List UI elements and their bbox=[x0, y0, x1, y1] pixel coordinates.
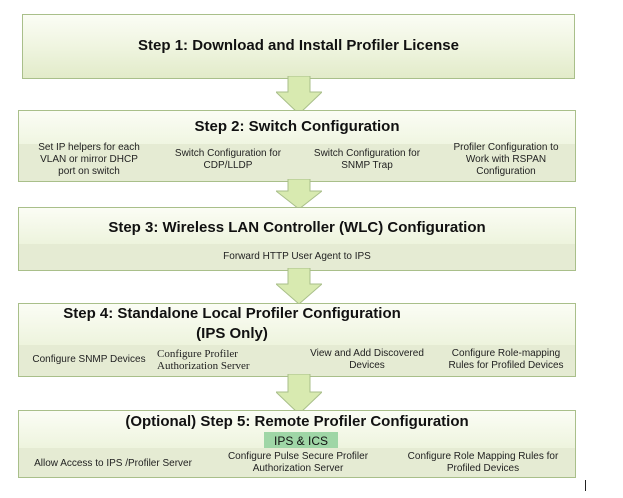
step-2-box: Step 2: Switch Configuration Set IP help… bbox=[18, 110, 576, 182]
step-4-title-line-2: (IPS Only) bbox=[196, 325, 268, 342]
step-3-item-http-agent: Forward HTTP User Agent to IPS bbox=[223, 251, 371, 262]
step-5-band bbox=[19, 448, 575, 477]
step-5-item-role-mapping-rules: Configure Role Mapping Rules for Profile… bbox=[407, 451, 559, 474]
step-4-item-role-mapping: Configure Role-mapping Rules for Profile… bbox=[448, 348, 564, 371]
arrow-4-icon bbox=[276, 374, 322, 414]
step-4-item-discovered-devices: View and Add Discovered Devices bbox=[310, 348, 424, 371]
step-3-band bbox=[19, 244, 575, 270]
arrow-1-icon bbox=[276, 76, 322, 114]
arrow-2-icon bbox=[276, 179, 322, 209]
step-1-title: Step 1: Download and Install Profiler Li… bbox=[138, 37, 459, 54]
step-3-title: Step 3: Wireless LAN Controller (WLC) Co… bbox=[108, 219, 486, 236]
step-5-item-allow-access: Allow Access to IPS /Profiler Server bbox=[34, 458, 192, 469]
step-4-item-profiler-auth: Configure Profiler Authorization Server bbox=[157, 348, 250, 372]
step-2-item-ip-helpers: Set IP helpers for each VLAN or mirror D… bbox=[38, 142, 140, 177]
step-2-title: Step 2: Switch Configuration bbox=[194, 118, 400, 135]
step-2-band bbox=[19, 144, 575, 181]
text-cursor bbox=[585, 480, 586, 491]
step-5-title: (Optional) Step 5: Remote Profiler Confi… bbox=[125, 413, 469, 430]
step-4-band bbox=[19, 345, 575, 376]
step-2-item-snmp-trap: Switch Configuration for SNMP Trap bbox=[313, 148, 421, 171]
step-1-box: Step 1: Download and Install Profiler Li… bbox=[22, 14, 575, 79]
step-2-item-cdp-lldp: Switch Configuration for CDP/LLDP bbox=[174, 148, 282, 171]
step-3-box: Step 3: Wireless LAN Controller (WLC) Co… bbox=[18, 207, 576, 271]
step-4-box: Step 4: Standalone Local Profiler Config… bbox=[18, 303, 576, 377]
step-2-item-rspan: Profiler Configuration to Work with RSPA… bbox=[453, 142, 559, 177]
step-4-title-line-1: Step 4: Standalone Local Profiler Config… bbox=[63, 305, 401, 322]
arrow-3-icon bbox=[276, 268, 322, 304]
step-4-item-snmp-devices: Configure SNMP Devices bbox=[32, 354, 146, 365]
step-5-box: (Optional) Step 5: Remote Profiler Confi… bbox=[18, 410, 576, 478]
step-5-badge: IPS & ICS bbox=[264, 432, 338, 450]
step-5-item-pulse-secure-auth: Configure Pulse Secure Profiler Authoriz… bbox=[227, 451, 369, 474]
